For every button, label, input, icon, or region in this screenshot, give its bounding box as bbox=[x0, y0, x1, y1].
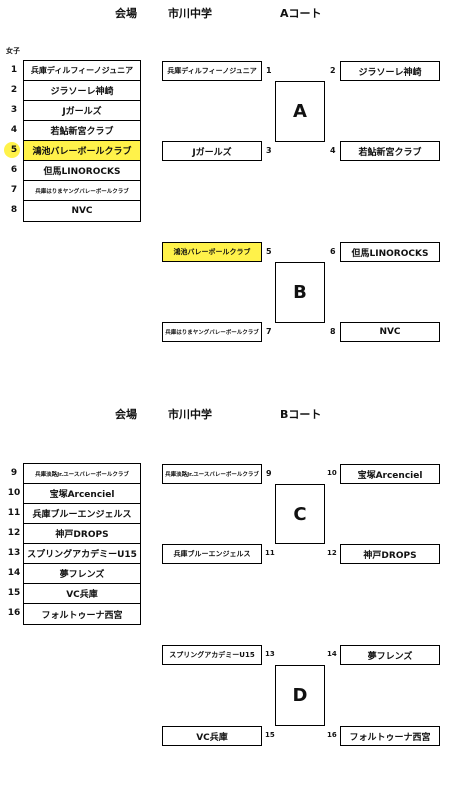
team-box: ジラソーレ神崎 bbox=[340, 61, 440, 81]
team-list-b: 兵庫淡路Jr.ユースバレーボールクラブ 宝塚Arcenciel 兵庫ブルーエンジ… bbox=[23, 463, 141, 625]
list-number: 7 bbox=[10, 185, 18, 195]
division-label: 女子 bbox=[6, 47, 20, 55]
list-item: 但馬LINOROCKS bbox=[24, 161, 140, 181]
list-number: 3 bbox=[10, 105, 18, 115]
team-number: 9 bbox=[266, 469, 272, 478]
team-box: 夢フレンズ bbox=[340, 645, 440, 665]
list-number: 2 bbox=[10, 85, 18, 95]
list-item: 鴻池バレーボールクラブ bbox=[24, 141, 140, 161]
list-number: 4 bbox=[10, 125, 18, 135]
venue-name-b: 市川中学 bbox=[168, 408, 212, 421]
list-item: 神戸DROPS bbox=[24, 524, 140, 544]
team-number: 11 bbox=[265, 549, 275, 557]
venue-label-b: 会場 bbox=[115, 408, 137, 421]
list-number: 1 bbox=[10, 65, 18, 75]
list-number: 14 bbox=[7, 568, 21, 578]
team-number: 5 bbox=[266, 247, 272, 256]
list-number: 16 bbox=[7, 608, 21, 618]
court-label-b: Bコート bbox=[280, 408, 322, 421]
list-item: 夢フレンズ bbox=[24, 564, 140, 584]
team-number: 14 bbox=[327, 650, 337, 658]
team-number: 10 bbox=[327, 469, 337, 477]
list-number: 12 bbox=[7, 528, 21, 538]
team-box: VC兵庫 bbox=[162, 726, 262, 746]
team-box: 兵庫ブルーエンジェルス bbox=[162, 544, 262, 564]
team-number: 16 bbox=[327, 731, 337, 739]
team-number: 3 bbox=[266, 146, 272, 155]
team-number: 2 bbox=[330, 66, 336, 75]
list-item: フォルトゥーナ西宮 bbox=[41, 610, 123, 621]
team-number: 13 bbox=[265, 650, 275, 658]
list-item: 兵庫淡路Jr.ユースバレーボールクラブ bbox=[24, 464, 140, 484]
court-box-a: A bbox=[275, 81, 325, 142]
team-box: 兵庫ディルフィーノジュニア bbox=[162, 61, 262, 81]
court-box-b: B bbox=[275, 262, 325, 323]
team-number: 4 bbox=[330, 146, 336, 155]
team-number: 15 bbox=[265, 731, 275, 739]
venue-name-a: 市川中学 bbox=[168, 7, 212, 20]
list-item: NVC bbox=[71, 206, 93, 216]
list-item: 若鮎新宮クラブ bbox=[24, 121, 140, 141]
list-number: 10 bbox=[7, 488, 21, 498]
team-box: 但馬LINOROCKS bbox=[340, 242, 440, 262]
team-number: 1 bbox=[266, 66, 272, 75]
team-box: 宝塚Arcenciel bbox=[340, 464, 440, 484]
team-box: 若鮎新宮クラブ bbox=[340, 141, 440, 161]
team-box: 兵庫淡路Jr.ユースバレーボールクラブ bbox=[162, 464, 262, 484]
court-box-d: D bbox=[275, 665, 325, 726]
team-box: フォルトゥーナ西宮 bbox=[340, 726, 440, 746]
court-label-a: Aコート bbox=[280, 7, 322, 20]
list-number: 8 bbox=[10, 205, 18, 215]
team-box: NVC bbox=[340, 322, 440, 342]
team-number: 8 bbox=[330, 327, 336, 336]
list-item: スプリングアカデミーU15 bbox=[24, 544, 140, 564]
team-number: 12 bbox=[327, 549, 337, 557]
team-box: 鴻池バレーボールクラブ bbox=[162, 242, 262, 262]
team-box: 神戸DROPS bbox=[340, 544, 440, 564]
team-box: スプリングアカデミーU15 bbox=[162, 645, 262, 665]
team-number: 6 bbox=[330, 247, 336, 256]
venue-label-a: 会場 bbox=[115, 7, 137, 20]
list-number: 11 bbox=[7, 508, 21, 518]
list-number: 9 bbox=[10, 468, 18, 478]
highlight-marker bbox=[4, 142, 20, 158]
team-number: 7 bbox=[266, 327, 272, 336]
list-item: 兵庫はりまヤングバレーボールクラブ bbox=[24, 181, 140, 201]
list-number: 15 bbox=[7, 588, 21, 598]
list-number: 13 bbox=[7, 548, 21, 558]
list-item: 兵庫ディルフィーノジュニア bbox=[24, 61, 140, 81]
list-item: 兵庫ブルーエンジェルス bbox=[24, 504, 140, 524]
list-item: 宝塚Arcenciel bbox=[24, 484, 140, 504]
list-number: 5 bbox=[10, 145, 18, 155]
list-item: VC兵庫 bbox=[24, 584, 140, 604]
team-box: 兵庫はりまヤングバレーボールクラブ bbox=[162, 322, 262, 342]
team-box: Jガールズ bbox=[162, 141, 262, 161]
court-box-c: C bbox=[275, 484, 325, 544]
team-list-a: 兵庫ディルフィーノジュニア ジラソーレ神崎 Jガールズ 若鮎新宮クラブ 鴻池バレ… bbox=[23, 60, 141, 222]
list-number: 6 bbox=[10, 165, 18, 175]
list-item: Jガールズ bbox=[24, 101, 140, 121]
list-item: ジラソーレ神崎 bbox=[24, 81, 140, 101]
